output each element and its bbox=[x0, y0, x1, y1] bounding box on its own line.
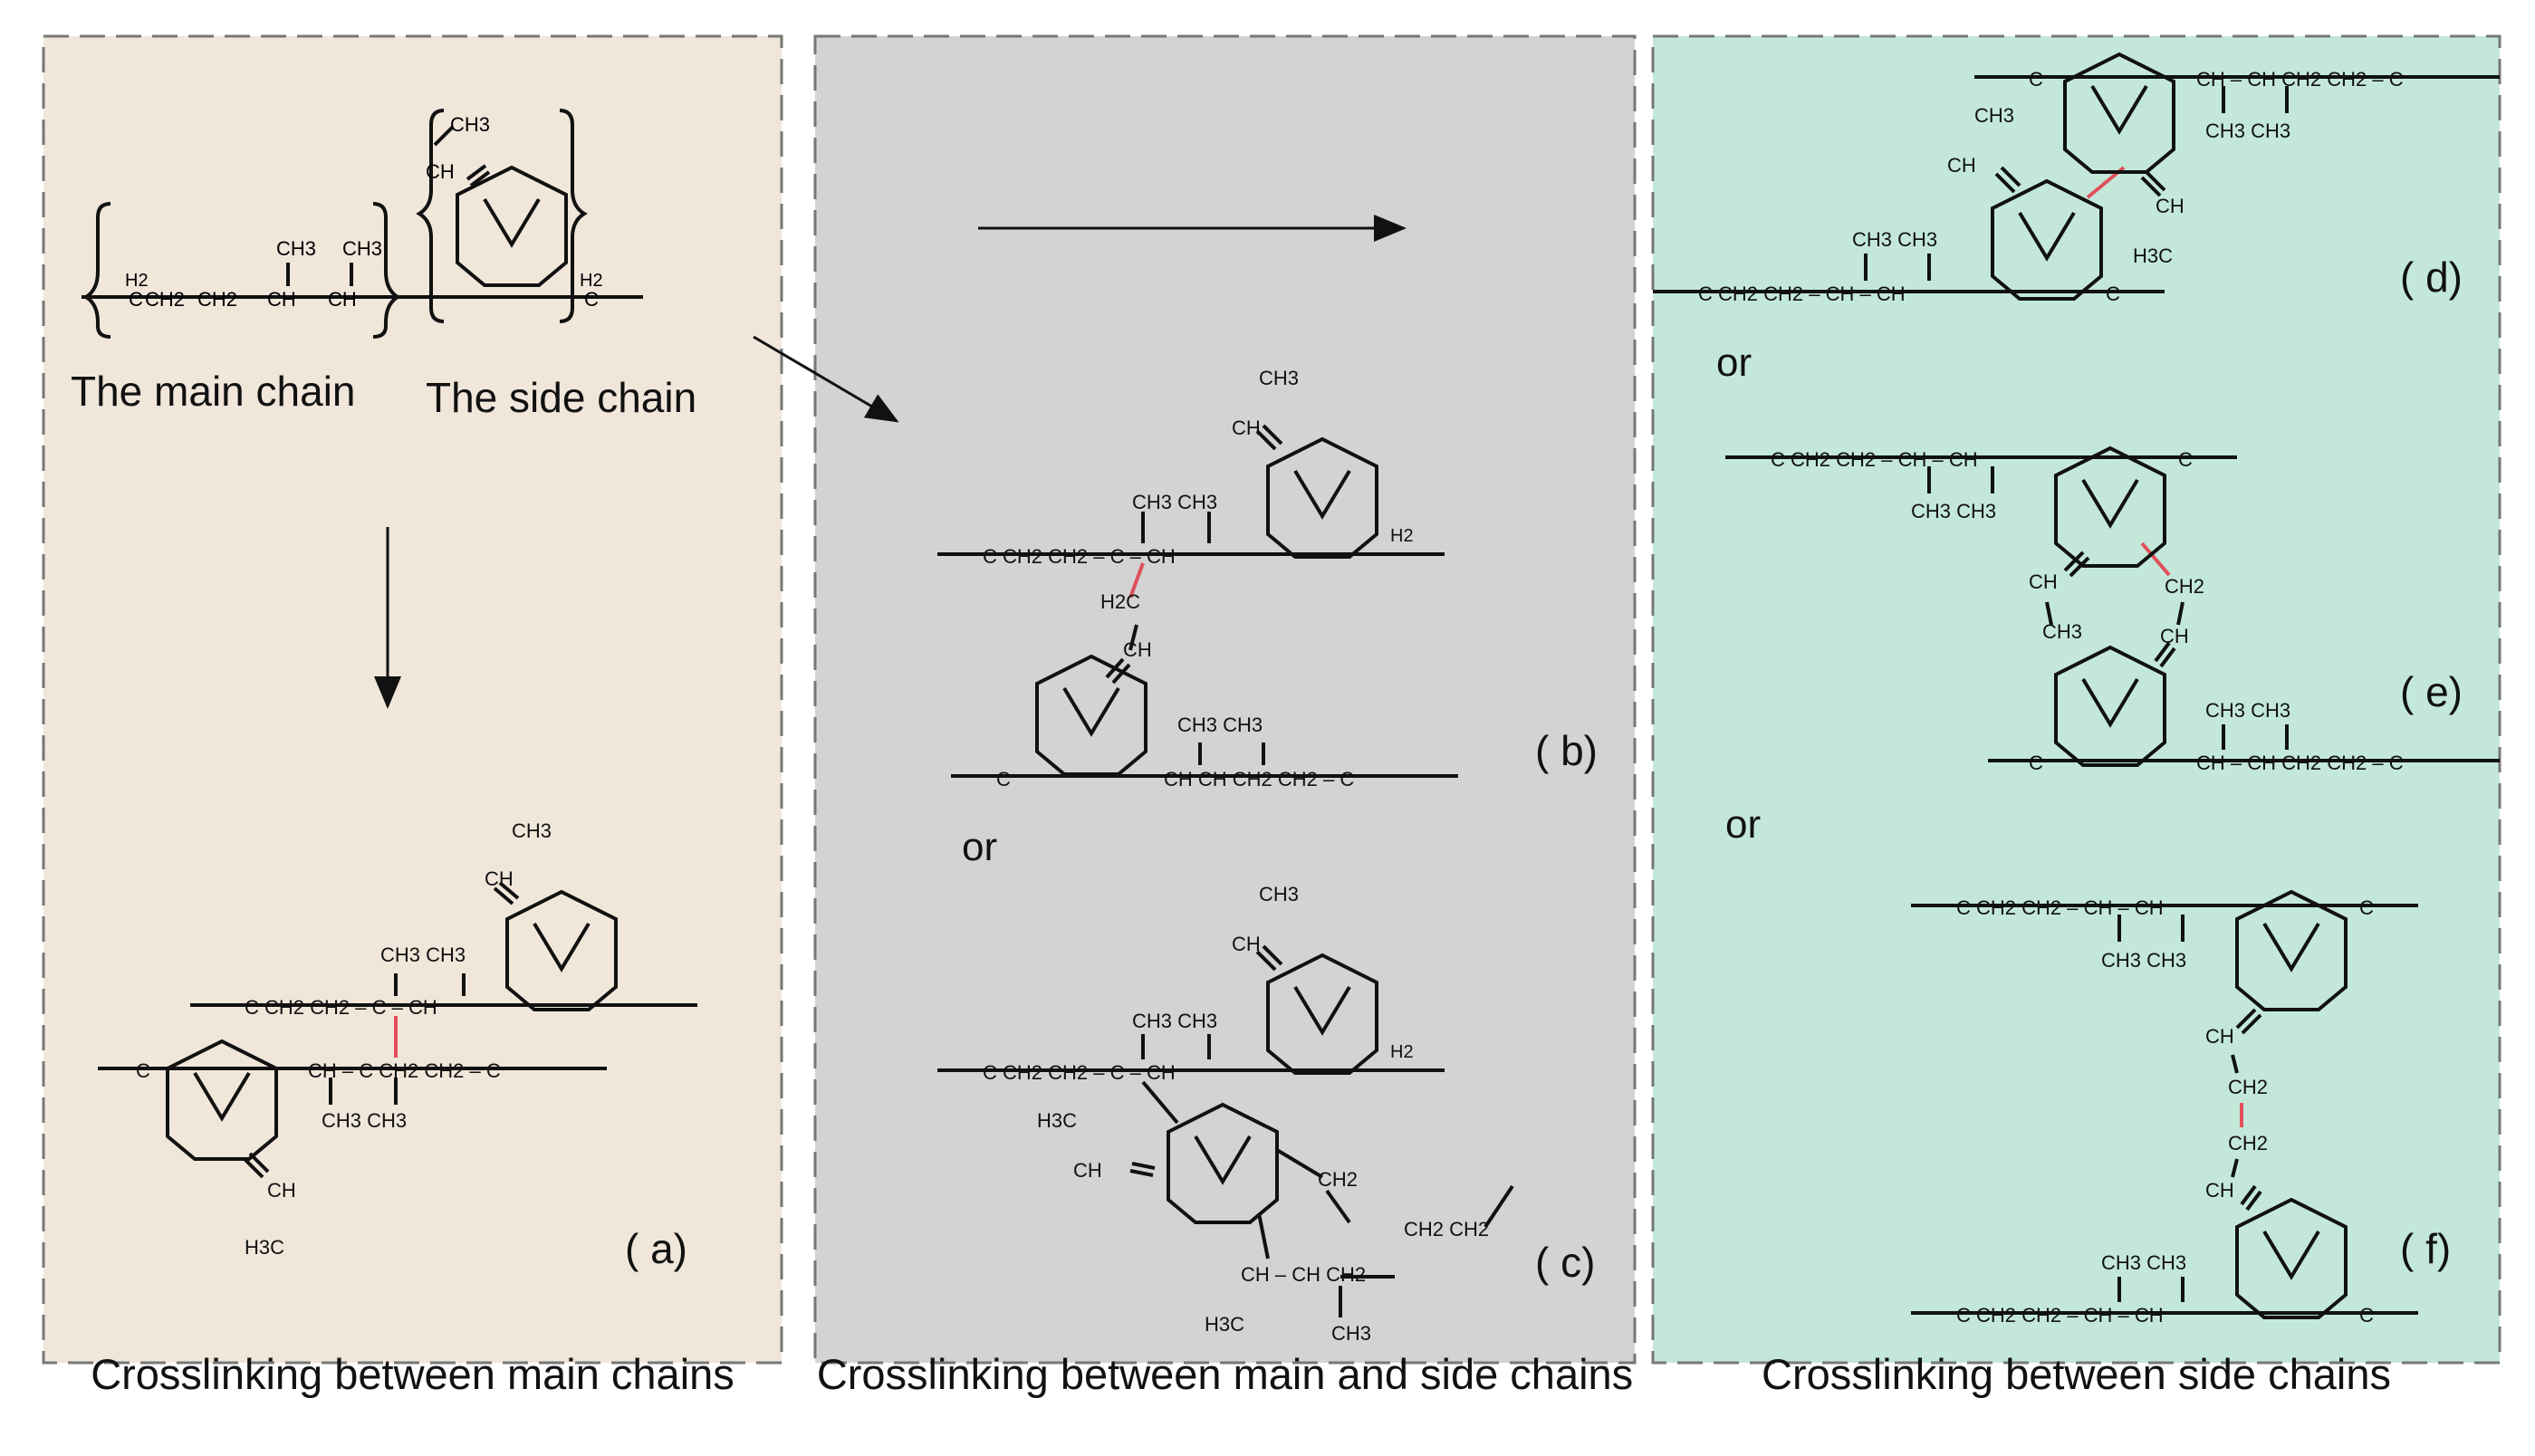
svg-text:CH – CH CH2: CH – CH CH2 bbox=[1241, 1263, 1366, 1286]
svg-text:CH3: CH3 bbox=[1974, 104, 2014, 127]
arrow-diagonal bbox=[753, 335, 899, 423]
svg-text:CH3: CH3 bbox=[512, 819, 552, 842]
svg-text:C CH2 CH2 – C – CH: C CH2 CH2 – C – CH bbox=[983, 1061, 1176, 1084]
structure-c: C CH2 CH2 – C – CH CH3 CH3 CH3 CH H2 H3C… bbox=[937, 883, 1514, 1345]
panel-main-side-chains bbox=[813, 34, 1637, 1365]
svg-text:CH: CH bbox=[1073, 1159, 1102, 1182]
svg-text:CH: CH bbox=[2160, 625, 2189, 647]
caption-main-chains: Crosslinking between main chains bbox=[91, 1350, 735, 1398]
label-c: C bbox=[129, 288, 143, 311]
label-ch3: CH3 bbox=[342, 237, 382, 260]
svg-text:CH3 CH3: CH3 CH3 bbox=[1852, 228, 1937, 251]
svg-text:C: C bbox=[2029, 68, 2043, 91]
svg-text:CH3: CH3 bbox=[1331, 1322, 1371, 1345]
svg-text:CH: CH bbox=[267, 1179, 296, 1202]
label-h2: H2 bbox=[580, 271, 603, 291]
monomer-structure bbox=[82, 109, 643, 339]
svg-text:CH2: CH2 bbox=[1318, 1168, 1358, 1191]
panel-side-chains bbox=[1651, 34, 2501, 1365]
svg-text:CH CH CH2 CH2 – C: CH CH CH2 CH2 – C bbox=[1164, 768, 1354, 790]
svg-text:CH: CH bbox=[1947, 154, 1976, 177]
svg-text:C CH2 CH2 – C – CH: C CH2 CH2 – C – CH bbox=[983, 545, 1176, 568]
svg-text:CH2: CH2 bbox=[2228, 1132, 2268, 1154]
structure-a: C CH2 CH2 – C – CH C CH – C CH2 CH2 – C … bbox=[98, 819, 697, 1259]
svg-text:CH3 CH3: CH3 CH3 bbox=[1911, 500, 1996, 522]
structure-b: C CH2 CH2 – C – CH CH3 CH3 CH3 CH H2 H2C… bbox=[937, 367, 1458, 790]
svg-text:C CH2 CH2 – CH – CH: C CH2 CH2 – CH – CH bbox=[1771, 448, 1978, 471]
svg-text:CH3 CH3: CH3 CH3 bbox=[2101, 949, 2186, 972]
svg-text:CH3 CH3: CH3 CH3 bbox=[1177, 714, 1263, 736]
svg-text:CH3: CH3 bbox=[1259, 883, 1299, 905]
main-chain-label: The main chain bbox=[71, 368, 356, 415]
caption-side-chains: Crosslinking between side chains bbox=[1762, 1350, 2391, 1398]
svg-text:CH3 CH3: CH3 CH3 bbox=[2205, 699, 2290, 722]
label-ch: CH bbox=[328, 288, 357, 311]
svg-text:CH: CH bbox=[2156, 195, 2185, 217]
panel-main-chains bbox=[42, 34, 783, 1365]
or-label-b: or bbox=[962, 825, 997, 869]
caption-main-side-chains: Crosslinking between main and side chain… bbox=[816, 1350, 1634, 1398]
svg-text:CH3 CH3: CH3 CH3 bbox=[1132, 1010, 1217, 1032]
svg-text:CH3 CH3: CH3 CH3 bbox=[380, 944, 466, 966]
svg-text:C: C bbox=[2359, 1304, 2374, 1327]
label-ch3: CH3 bbox=[276, 237, 316, 260]
svg-text:CH – CH CH2 CH2 – C: CH – CH CH2 CH2 – C bbox=[2196, 68, 2404, 91]
svg-text:CH – CH CH2 CH2 – C: CH – CH CH2 CH2 – C bbox=[2196, 752, 2404, 774]
structure-d-tag: ( d) bbox=[2400, 254, 2463, 301]
label-h2: H2 bbox=[125, 271, 149, 291]
or-label-d: or bbox=[1716, 340, 1752, 385]
svg-text:CH: CH bbox=[1232, 417, 1261, 439]
structure-d: C CH – CH CH2 CH2 – C CH3 CH3 CH3 CH CH … bbox=[1653, 53, 2500, 305]
side-chain-label: The side chain bbox=[426, 374, 696, 421]
label-ch3: CH3 bbox=[450, 113, 490, 136]
structure-f-tag: ( f) bbox=[2400, 1225, 2451, 1272]
svg-text:CH3 CH3: CH3 CH3 bbox=[2205, 120, 2290, 142]
svg-text:CH: CH bbox=[2205, 1179, 2234, 1202]
svg-text:CH: CH bbox=[2205, 1025, 2234, 1048]
svg-text:CH2: CH2 bbox=[2228, 1076, 2268, 1098]
structure-c-tag: ( c) bbox=[1535, 1239, 1595, 1286]
svg-text:H3C: H3C bbox=[1037, 1109, 1077, 1132]
svg-text:CH3: CH3 bbox=[2042, 620, 2082, 643]
svg-text:C: C bbox=[2029, 752, 2043, 774]
svg-text:CH: CH bbox=[1232, 933, 1261, 955]
svg-text:CH2 CH2: CH2 CH2 bbox=[1404, 1218, 1489, 1240]
structure-b-tag: ( b) bbox=[1535, 727, 1598, 774]
label-c: C bbox=[584, 288, 599, 311]
svg-text:C CH2 CH2 – CH – CH: C CH2 CH2 – CH – CH bbox=[1956, 1304, 2164, 1327]
structure-e: C CH2 CH2 – CH – CH CH3 CH3 C CH CH3 CH2… bbox=[1725, 446, 2500, 774]
svg-text:CH: CH bbox=[1123, 638, 1152, 661]
label-ch2: CH2 bbox=[145, 288, 185, 311]
label-ch: CH bbox=[267, 288, 296, 311]
svg-text:C: C bbox=[2178, 448, 2193, 471]
label-ch: CH bbox=[426, 160, 455, 183]
svg-text:C: C bbox=[2359, 896, 2374, 919]
svg-text:CH: CH bbox=[485, 867, 514, 890]
or-label-e: or bbox=[1725, 802, 1761, 847]
svg-text:CH2: CH2 bbox=[2165, 575, 2204, 598]
svg-text:CH3 CH3: CH3 CH3 bbox=[2101, 1251, 2186, 1274]
svg-text:C CH2 CH2 – CH – CH: C CH2 CH2 – CH – CH bbox=[1698, 283, 1906, 305]
structure-a-tag: ( a) bbox=[625, 1225, 687, 1272]
svg-text:C: C bbox=[2106, 283, 2120, 305]
structure-e-tag: ( e) bbox=[2400, 668, 2463, 715]
svg-text:CH3: CH3 bbox=[1259, 367, 1299, 389]
svg-text:CH: CH bbox=[2029, 570, 2058, 593]
svg-text:CH3 CH3: CH3 CH3 bbox=[322, 1109, 407, 1132]
svg-text:CH3 CH3: CH3 CH3 bbox=[1132, 491, 1217, 513]
svg-text:CH – C CH2 CH2 – C: CH – C CH2 CH2 – C bbox=[308, 1059, 501, 1082]
svg-text:H3C: H3C bbox=[245, 1236, 284, 1259]
svg-text:C: C bbox=[136, 1059, 150, 1082]
structure-f: C CH2 CH2 – CH – CH CH3 CH3 C CH CH2 CH2… bbox=[1911, 890, 2418, 1327]
svg-text:H2C: H2C bbox=[1100, 590, 1140, 613]
svg-text:H2: H2 bbox=[1390, 1042, 1414, 1062]
label-ch2: CH2 bbox=[197, 288, 237, 311]
svg-text:H3C: H3C bbox=[1205, 1313, 1244, 1336]
svg-text:C: C bbox=[996, 768, 1011, 790]
svg-text:H2: H2 bbox=[1390, 526, 1414, 546]
svg-text:C CH2 CH2 – C – CH: C CH2 CH2 – C – CH bbox=[245, 996, 437, 1019]
svg-text:C CH2 CH2 – CH – CH: C CH2 CH2 – CH – CH bbox=[1956, 896, 2164, 919]
svg-text:H3C: H3C bbox=[2133, 244, 2173, 267]
